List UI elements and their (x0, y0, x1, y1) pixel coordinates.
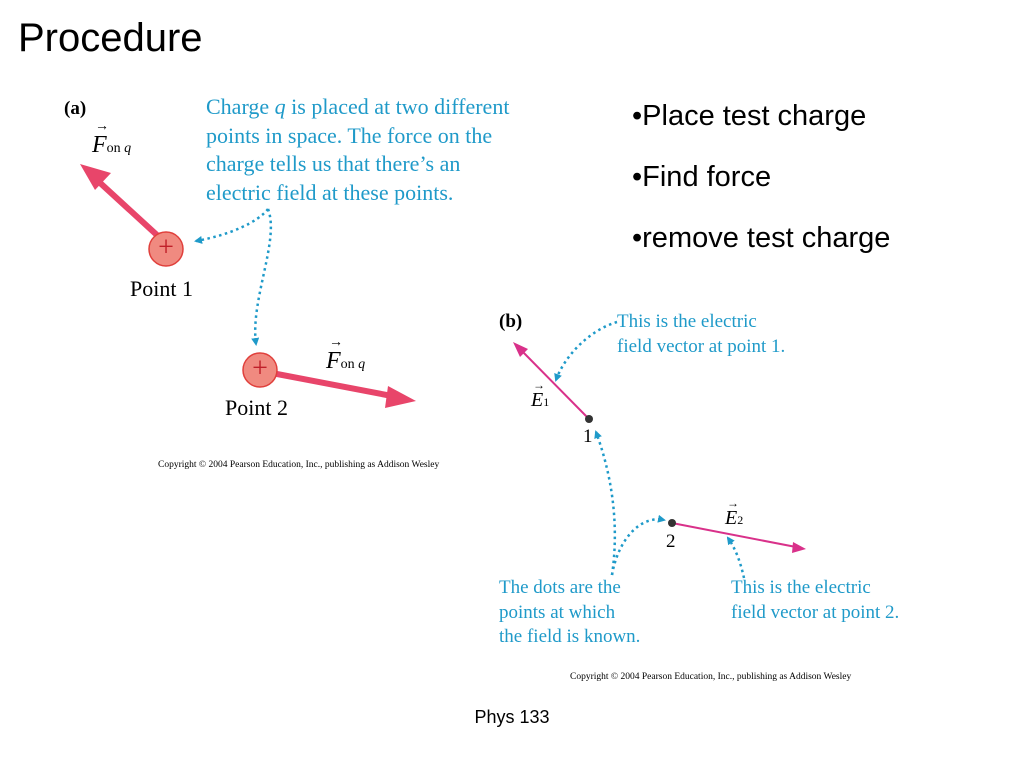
caption-dots-line2: points at which (499, 601, 616, 623)
panel-a-caption: Charge q is placed at two different poin… (206, 93, 509, 207)
force-symbol-1: F→ (92, 119, 109, 158)
caption-e1: This is the electric field vector at poi… (617, 310, 785, 359)
panel-a-label: (a) (64, 98, 87, 119)
slide-title: Procedure (18, 16, 203, 60)
panel-b-label: (b) (499, 311, 523, 332)
field-vector-e2 (671, 522, 806, 553)
force-f-2: F (326, 348, 341, 374)
slide-footer: Phys 133 (474, 707, 550, 727)
plus-sign-point2: + (252, 353, 268, 384)
e1-symbol: E→ (531, 378, 545, 411)
force-sub-q-2: q (358, 357, 366, 372)
force-sub-on-2: on (340, 357, 355, 372)
panel-a-copyright: Copyright © 2004 Pearson Education, Inc.… (158, 460, 440, 470)
field-point2-dot (668, 519, 676, 527)
pointer-dots-to-point1 (594, 430, 617, 576)
bullet-remove-test-charge: •remove test charge (632, 222, 891, 254)
caption-a-charge-word: Charge (206, 94, 275, 119)
bullet-find-force: •Find force (632, 161, 772, 193)
caption-dots-line1: The dots are the (499, 577, 621, 598)
caption-dots: The dots are the points at which the fie… (499, 576, 640, 650)
bullet-place-test-charge: •Place test charge (632, 100, 867, 132)
field-point1-number: 1 (583, 426, 593, 447)
force-symbol-2: F→ (326, 335, 343, 374)
vector-arrow-icon: → (329, 335, 343, 350)
e2-e: E (725, 507, 738, 529)
field-vector-e1 (513, 342, 589, 419)
pointer-e1-caption (554, 320, 618, 382)
caption-e2-line1: This is the electric (731, 577, 871, 598)
vector-arrow-icon: → (533, 378, 545, 392)
positive-charge-point1 (148, 231, 184, 267)
e2-label: E→2 (725, 496, 744, 530)
force-sub-on-1: on (106, 141, 121, 156)
e1-label: E→1 (531, 378, 550, 412)
caption-a-line3: charge tells us that there’s an (206, 151, 461, 176)
force-label-point2: F→on q (326, 335, 366, 375)
point1-label: Point 1 (130, 276, 193, 301)
pointer-to-point1 (194, 208, 269, 244)
caption-e1-line2: field vector at point 1. (617, 335, 786, 357)
caption-dots-line3: the field is known. (499, 626, 641, 647)
point2-label: Point 2 (225, 395, 288, 420)
e1-subscript: 1 (543, 395, 550, 409)
panel-b-copyright: Copyright © 2004 Pearson Education, Inc.… (570, 672, 852, 682)
force-label-point1: F→on q (92, 119, 132, 159)
caption-e2-line2: field vector at point 2. (731, 601, 900, 623)
pointer-to-point2 (251, 208, 273, 346)
caption-a-rest: is placed at two different (285, 94, 510, 119)
pointer-dots-to-point2 (610, 514, 666, 576)
e2-subscript: 2 (737, 513, 744, 527)
force-sub-q-1: q (124, 141, 132, 156)
caption-a-line2: points in space. The force on the (206, 122, 493, 148)
positive-charge-point2 (242, 352, 278, 388)
e1-e: E (531, 389, 544, 411)
caption-e1-line1: This is the electric (617, 311, 757, 332)
plus-sign-point1: + (158, 232, 174, 263)
force-arrow-point2 (274, 371, 416, 408)
field-point1-dot (585, 415, 593, 423)
caption-a-q: q (274, 94, 286, 119)
vector-arrow-icon: → (727, 496, 739, 510)
caption-a-line1: Charge q is placed at two different (206, 93, 509, 122)
force-f-1: F (92, 132, 107, 158)
caption-e2: This is the electric field vector at poi… (731, 576, 899, 625)
force-arrow-point1 (80, 164, 161, 239)
pointer-e2-caption (726, 536, 746, 579)
field-point2-number: 2 (666, 531, 676, 552)
bullet-list: •Place test charge •Find force •remove t… (632, 86, 890, 269)
caption-a-line4: electric field at these points. (206, 179, 454, 205)
e2-symbol: E→ (725, 496, 739, 529)
vector-arrow-icon: → (95, 119, 109, 134)
